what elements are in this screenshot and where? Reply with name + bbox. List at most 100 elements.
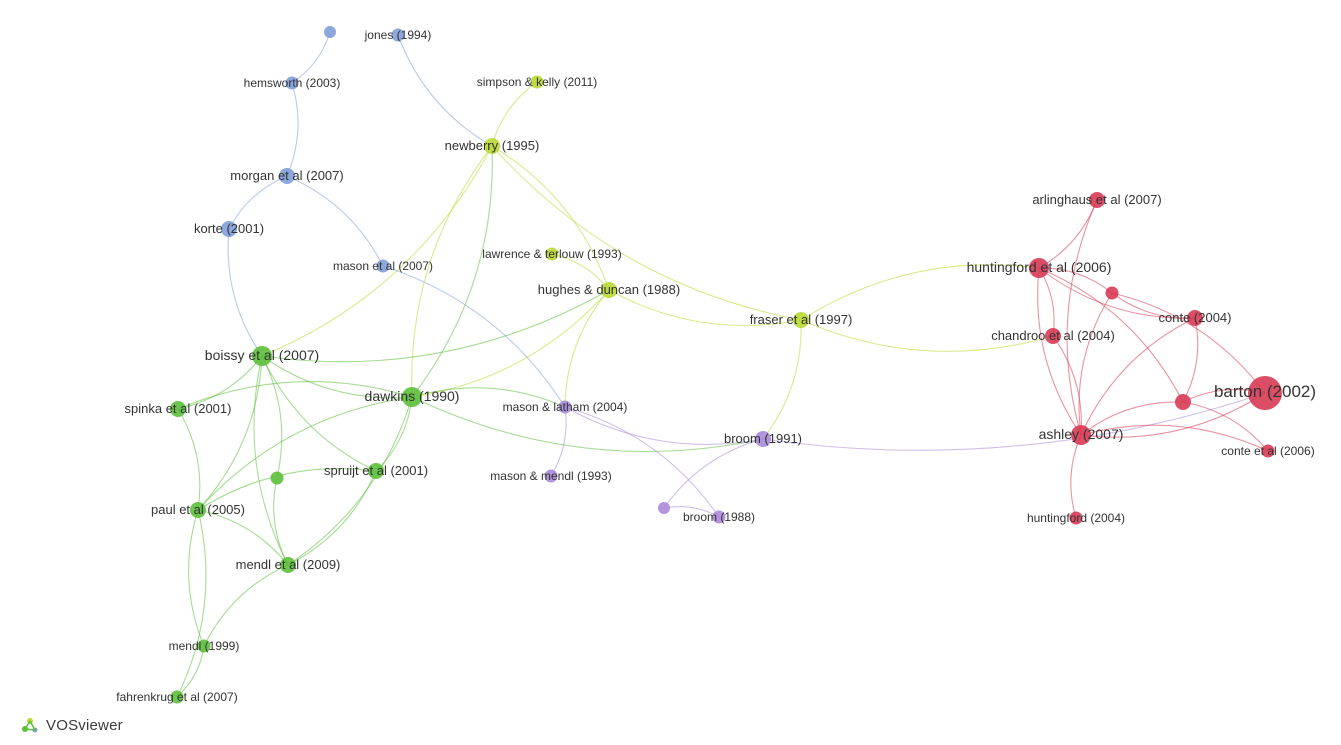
network-node[interactable] [197, 639, 211, 653]
network-node[interactable] [368, 463, 384, 479]
node-label[interactable]: ashley (2007) [1039, 426, 1124, 442]
network-node[interactable] [279, 168, 295, 184]
network-link [1080, 392, 1266, 438]
node-label[interactable]: boissy et al (2007) [205, 347, 319, 363]
node-label[interactable]: spinka et al (2001) [125, 401, 232, 416]
network-link [491, 81, 538, 147]
network-node[interactable] [1175, 394, 1191, 410]
node-label[interactable]: arlinghaus et al (2007) [1032, 192, 1161, 207]
node-label[interactable]: spruijt et al (2001) [324, 463, 428, 478]
node-label[interactable]: conte et al (2006) [1221, 444, 1314, 458]
node-label[interactable]: dawkins (1990) [365, 388, 460, 404]
network-link [800, 319, 1054, 352]
network-link [287, 470, 377, 566]
vosviewer-logo-icon [22, 718, 38, 733]
network-link [1052, 335, 1082, 436]
network-link [411, 145, 493, 398]
network-links [176, 31, 1269, 698]
network-node[interactable] [402, 387, 422, 407]
network-node[interactable] [1187, 310, 1203, 326]
network-link [177, 380, 413, 410]
network-node[interactable] [755, 431, 771, 447]
network-node[interactable] [545, 247, 559, 261]
node-label[interactable]: mason et al (2007) [333, 259, 433, 273]
node-label[interactable]: mason & mendl (1993) [490, 469, 611, 483]
network-node[interactable] [170, 401, 186, 417]
network-link [1111, 292, 1196, 319]
network-link [608, 289, 802, 327]
network-node[interactable] [1045, 328, 1061, 344]
network-node[interactable] [484, 138, 500, 154]
network-link [663, 438, 764, 509]
network-link [176, 509, 207, 698]
node-label[interactable]: paul et al (2005) [151, 502, 245, 517]
node-label[interactable]: mason & latham (2004) [503, 400, 628, 414]
node-label[interactable]: broom (1988) [683, 510, 755, 524]
network-link [197, 355, 263, 511]
network-node[interactable] [270, 471, 284, 485]
network-node[interactable] [391, 28, 405, 42]
network-link [762, 319, 802, 440]
node-label[interactable]: hemsworth (2003) [244, 76, 341, 90]
network-link [253, 355, 289, 566]
network-node[interactable] [658, 502, 670, 514]
network-node[interactable] [601, 282, 617, 298]
network-link [411, 396, 764, 452]
network-link [762, 392, 1266, 451]
node-label[interactable]: broom (1991) [724, 431, 802, 446]
network-link [1038, 267, 1184, 403]
network-node[interactable] [1071, 425, 1091, 445]
node-label[interactable]: lawrence & terlouw (1993) [482, 247, 621, 261]
node-label[interactable]: newberry (1995) [445, 138, 540, 153]
network-node[interactable] [544, 469, 558, 483]
node-label[interactable]: conte (2004) [1159, 310, 1232, 325]
network-link [177, 408, 201, 511]
network-node[interactable] [252, 346, 272, 366]
network-node[interactable] [170, 690, 184, 704]
network-link [1080, 424, 1269, 452]
network-node[interactable] [190, 502, 206, 518]
node-label[interactable]: korte (2001) [194, 221, 264, 236]
node-label[interactable]: hughes & duncan (1988) [538, 282, 680, 297]
node-label[interactable]: morgan et al (2007) [230, 168, 343, 183]
network-link [1111, 292, 1266, 394]
network-node[interactable] [1029, 258, 1049, 278]
node-label[interactable]: fahrenkrug et al (2007) [116, 690, 237, 704]
network-node[interactable] [280, 557, 296, 573]
node-label[interactable]: mendl (1999) [169, 639, 240, 653]
network-link [197, 396, 413, 511]
network-node[interactable] [1089, 192, 1105, 208]
node-label[interactable]: jones (1994) [364, 28, 432, 42]
network-link [286, 82, 299, 177]
network-node[interactable] [285, 76, 299, 90]
network-link [382, 265, 566, 408]
network-node[interactable] [1261, 444, 1275, 458]
network-node[interactable] [712, 510, 726, 524]
node-label[interactable]: huntingford (2004) [1027, 511, 1125, 525]
network-link [411, 145, 493, 398]
network-node[interactable] [1069, 511, 1083, 525]
node-label[interactable]: huntingford et al (2006) [967, 259, 1112, 275]
network-node[interactable] [530, 75, 544, 89]
network-node[interactable] [1105, 286, 1119, 300]
network-link [397, 34, 493, 147]
network-link [1070, 434, 1082, 519]
network-node[interactable] [793, 312, 809, 328]
network-link [564, 406, 720, 518]
network-link [228, 175, 288, 230]
node-label[interactable]: simpson & kelly (2011) [477, 75, 598, 89]
network-node[interactable] [376, 259, 390, 273]
network-link [1080, 401, 1184, 436]
node-label[interactable]: chandroo et al (2004) [991, 328, 1115, 343]
node-label[interactable]: mendl et al (2009) [236, 557, 341, 572]
network-node[interactable] [324, 26, 336, 38]
network-node[interactable] [221, 221, 237, 237]
network-node[interactable] [558, 400, 572, 414]
node-label[interactable]: barton (2002) [1214, 382, 1316, 401]
node-label[interactable]: fraser et al (1997) [750, 312, 853, 327]
network-node[interactable] [1248, 376, 1282, 410]
network-link [286, 175, 384, 267]
network-link [491, 145, 610, 291]
network-link [800, 264, 1040, 321]
